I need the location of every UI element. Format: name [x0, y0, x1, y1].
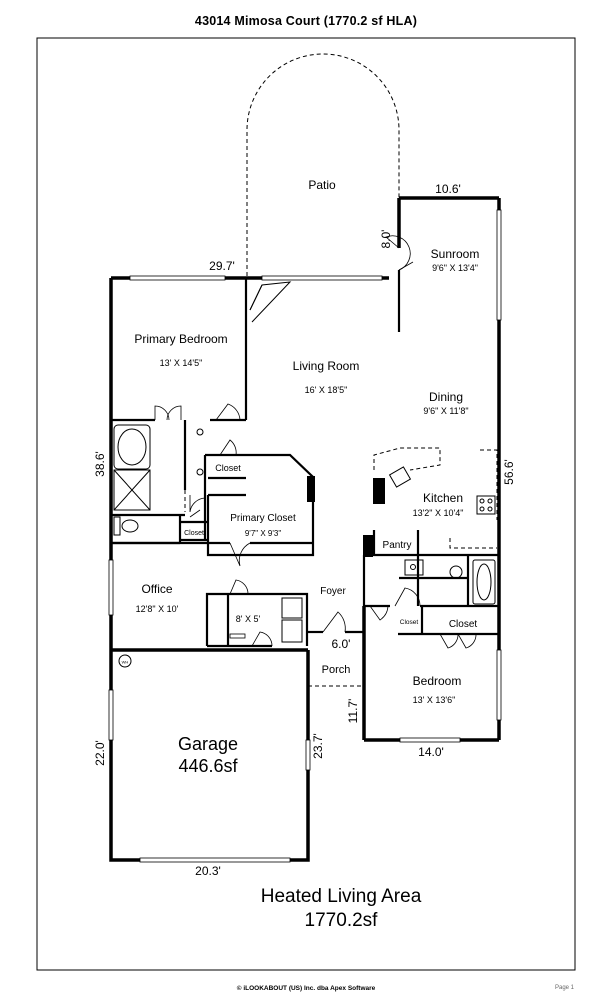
dim-foyer-width: 6.0' [332, 637, 351, 651]
closet-label-small: Closet [184, 530, 204, 537]
dim-garage-side: 22.0' [93, 740, 107, 766]
fireplace [373, 478, 385, 504]
interior-walls [111, 270, 499, 648]
dim-sunroom-side: 8.0' [379, 230, 393, 249]
dim-left-wall: 38.6' [93, 451, 107, 477]
room-labels: Patio Sunroom 9'6" X 13'4" Primary Bedro… [122, 178, 480, 776]
dim-right-wall: 56.6' [502, 459, 516, 485]
pantry-block [363, 535, 373, 557]
dining-label: Dining [429, 390, 463, 404]
dining-dims: 9'6" X 11'8" [423, 406, 468, 416]
dim-garage-right: 23.7' [311, 733, 325, 759]
chimney-block [307, 476, 315, 502]
page-number: Page 1 [555, 985, 575, 991]
garage-label: Garage [178, 734, 238, 754]
dim-top-wall: 29.7' [209, 259, 235, 273]
patio-outline [246, 53, 400, 276]
primary-bedroom-dims: 13' X 14'5" [160, 358, 203, 368]
kitchen-label: Kitchen [423, 491, 463, 505]
living-room-label: Living Room [293, 359, 360, 373]
page-title: 43014 Mimosa Court (1770.2 sf HLA) [194, 14, 418, 28]
closet-label-primary-bath: Closet [215, 463, 241, 473]
closet-label-bedroom-small: Closet [400, 619, 419, 626]
garage-area: 446.6sf [178, 756, 238, 776]
footer-copyright: © iLOOKABOUT (US) Inc. dba Apex Software [236, 985, 376, 992]
office-label: Office [141, 582, 172, 596]
sunroom-dims: 9'6" X 13'4" [432, 263, 478, 273]
dim-porch-side: 11.7' [346, 699, 360, 724]
dim-sunroom-width: 10.6' [435, 182, 461, 196]
primary-closet-label: Primary Closet [230, 513, 296, 524]
summary-heading: Heated Living Area [261, 886, 422, 907]
porch-label: Porch [322, 664, 351, 676]
windows [108, 209, 502, 863]
pantry-label: Pantry [383, 540, 412, 551]
bedroom-label: Bedroom [413, 674, 462, 688]
office-dims: 12'8" X 10' [136, 604, 179, 614]
fixtures [113, 281, 496, 668]
water-heater-label: WH [122, 660, 129, 665]
dimension-labels: 29.7' 10.6' 8.0' 38.6' 56.6' 6.0' 11.7' … [93, 182, 516, 878]
dim-garage-width: 20.3' [195, 864, 221, 878]
primary-bedroom-label: Primary Bedroom [134, 332, 227, 346]
kitchen-dims: 13'2" X 10'4" [413, 508, 464, 518]
exterior-walls [109, 196, 501, 862]
dim-bedroom-width: 14.0' [418, 745, 444, 759]
summary-area: 1770.2sf [305, 910, 379, 931]
doors [154, 235, 477, 649]
sunroom-label: Sunroom [431, 247, 480, 261]
closet-label-bedroom: Closet [449, 619, 478, 630]
patio-label: Patio [308, 178, 336, 192]
bedroom-dims: 13' X 13'6" [413, 695, 456, 705]
dashed-lines [184, 447, 498, 687]
living-room-dims: 16' X 18'5" [305, 385, 348, 395]
laundry-dims: 8' X 5' [236, 614, 261, 624]
page-frame [36, 37, 576, 971]
primary-closet-dims: 9'7" X 9'3" [245, 529, 281, 538]
foyer-label: Foyer [320, 586, 346, 597]
